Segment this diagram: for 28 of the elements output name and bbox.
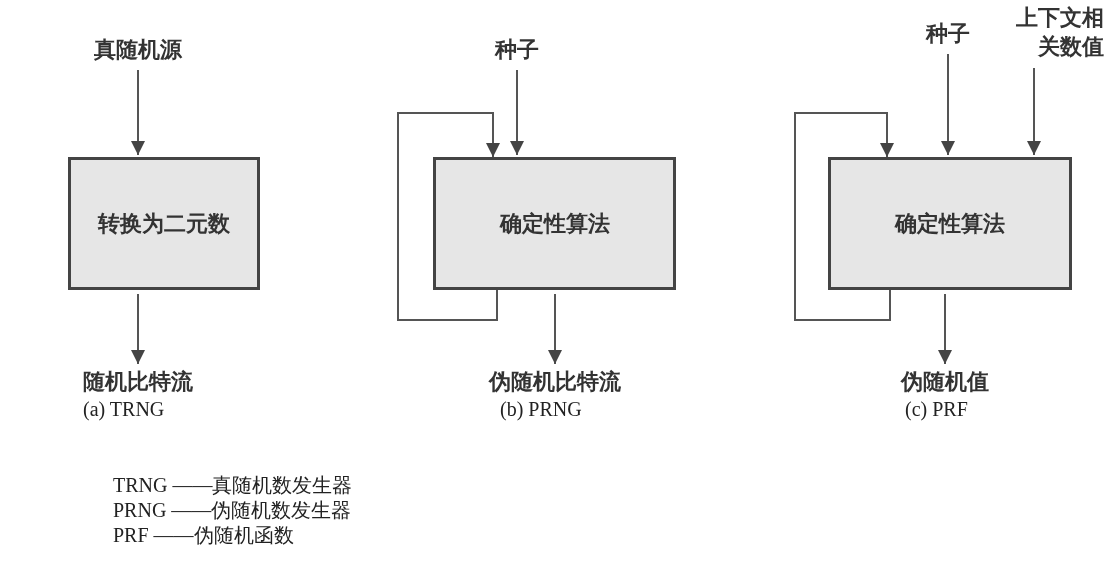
arrow: [1027, 67, 1041, 156]
arrow: [131, 293, 145, 365]
box-text: 转换为二元数: [98, 209, 230, 238]
caption: (b) PRNG: [500, 398, 582, 421]
caption: (c) PRF: [905, 398, 968, 421]
process-box: [433, 157, 676, 290]
legend-text: PRNG ——伪随机数发生器: [113, 498, 352, 523]
arrow: [131, 69, 145, 156]
box-text: 确定性算法: [499, 209, 610, 238]
caption: (a) TRNG: [83, 398, 165, 421]
node-label: 随机比特流: [83, 366, 193, 398]
node-label: 种子: [492, 34, 542, 66]
arrow: [794, 112, 894, 321]
node-label: 种子: [923, 18, 973, 50]
node-label: 伪随机值: [898, 366, 992, 398]
node-label: 上下文相关数值: [1006, 2, 1104, 64]
node-label: 真随机源: [88, 34, 188, 66]
box-text: 确定性算法: [895, 209, 1005, 238]
arrow: [941, 53, 955, 156]
arrow: [397, 112, 500, 321]
process-box: [828, 157, 1072, 290]
process-box: [68, 157, 260, 290]
node-label: 伪随机比特流: [487, 366, 623, 398]
arrow: [510, 69, 524, 156]
legend-text: PRF ——伪随机函数: [113, 523, 294, 548]
arrow: [548, 293, 562, 365]
arrow: [938, 293, 952, 365]
legend-text: TRNG ——真随机数发生器: [113, 473, 353, 498]
